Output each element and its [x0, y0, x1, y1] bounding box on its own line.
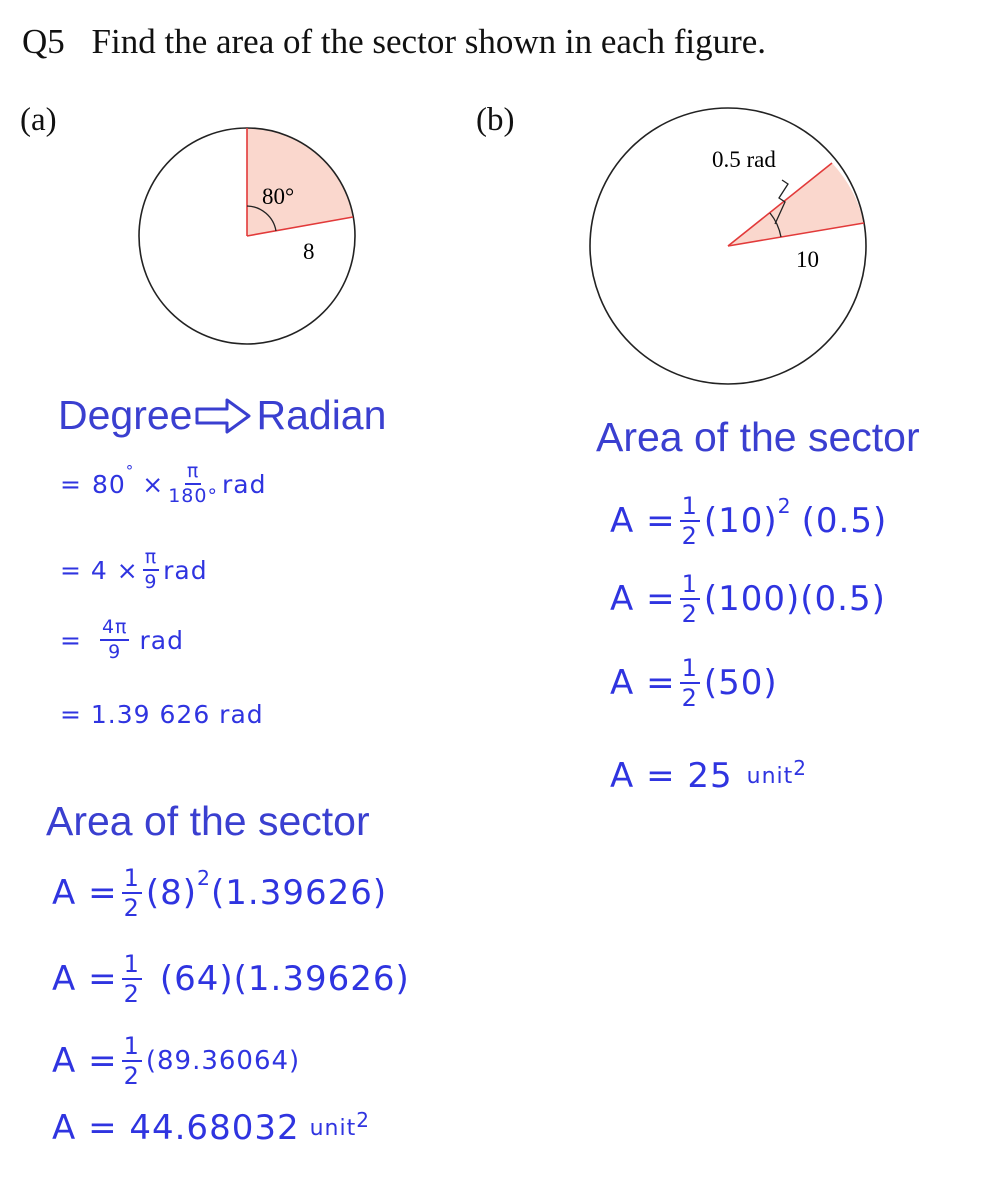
conversion-heading-degree: Degree: [58, 392, 193, 438]
question-header: Q5 Find the area of the sector shown in …: [22, 22, 766, 62]
angle-label-b: 0.5 rad: [712, 147, 776, 172]
conversion-heading-radian: Radian: [256, 392, 387, 438]
question-text: Find the area of the sector shown in eac…: [91, 22, 767, 61]
angle-arc-b: [769, 212, 782, 238]
angle-pointer-b: [774, 179, 789, 225]
outline-right-arrow-icon: [195, 398, 251, 433]
sector-a-edge-radius: [246, 216, 354, 237]
question-number: Q5: [22, 22, 65, 61]
sector-b-edge-lower: [727, 222, 865, 247]
sector-b-edge-upper: [727, 162, 833, 247]
circle-b-outline: [589, 107, 867, 385]
part-b-label: (b): [476, 102, 515, 138]
radius-label-a: 8: [303, 239, 315, 264]
area-heading-b: Area of the sector: [596, 414, 920, 460]
conversion-line-4: = 1.39 626 rad: [60, 700, 264, 729]
area-heading-a: Area of the sector: [46, 798, 370, 844]
sector-a-fill: [247, 128, 353, 236]
part-a-label: (a): [20, 102, 57, 138]
figure-a-sector-diagram: 80° 8: [138, 127, 356, 345]
radius-label-b: 10: [796, 247, 819, 272]
angle-arc-a: [246, 205, 277, 232]
figure-b-sector-diagram: 0.5 rad 10: [589, 107, 867, 385]
angle-label-a: 80°: [262, 184, 294, 209]
sector-b-fill: [728, 163, 864, 246]
conversion-heading: Degree Radian: [58, 392, 386, 439]
